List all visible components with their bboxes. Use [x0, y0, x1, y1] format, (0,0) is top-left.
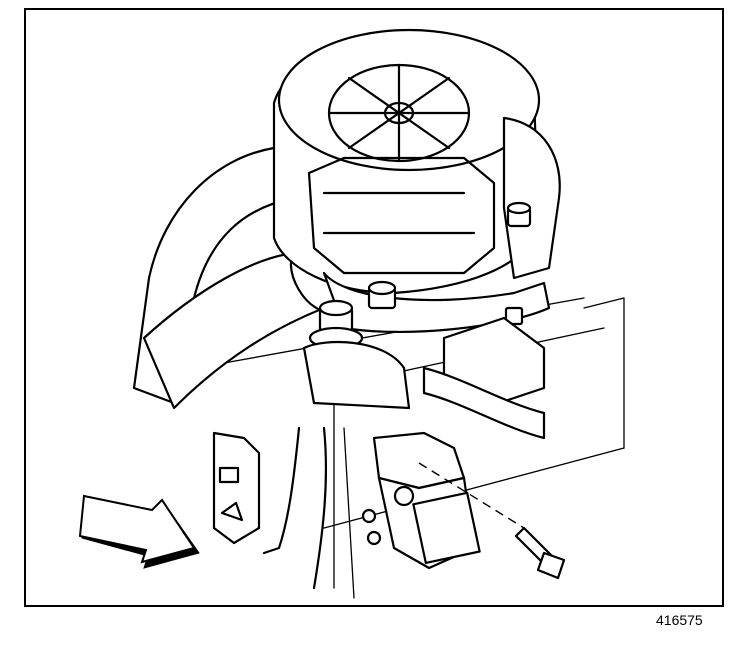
installation-guide-line — [418, 462, 525, 529]
air-injection-pump — [272, 28, 561, 334]
vacuum-line — [262, 426, 328, 590]
mounting-tab — [212, 431, 261, 545]
diagram-frame — [24, 8, 724, 607]
relay-terminals — [361, 508, 382, 546]
outlet-hose — [422, 366, 546, 440]
air-pump-relay — [361, 431, 481, 570]
bolt-center — [367, 280, 397, 310]
forward-arrow-icon — [78, 494, 200, 569]
pump-fan-cover — [327, 63, 471, 163]
relay-retaining-bolt — [514, 526, 566, 580]
figure-id-label: 416575 — [656, 612, 703, 628]
air-hose — [132, 146, 339, 410]
pump-bracket — [302, 316, 546, 410]
bolt-far-right — [504, 306, 524, 326]
bolt-right — [506, 201, 532, 228]
